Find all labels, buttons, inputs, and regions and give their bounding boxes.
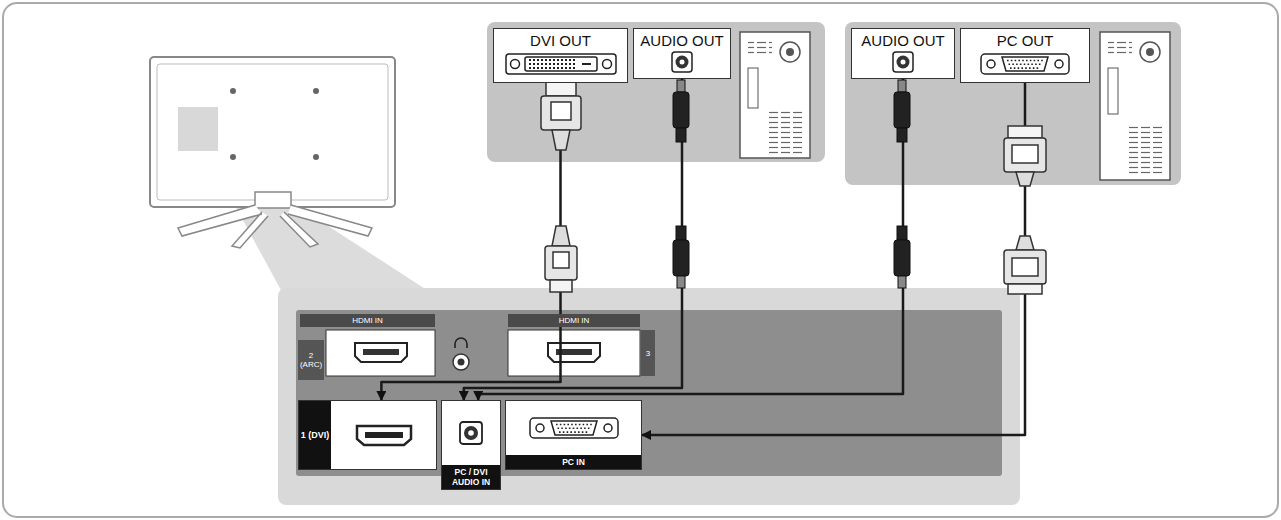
computer (487, 22, 825, 162)
port-label: PC / DVI AUDIO IN (443, 467, 499, 487)
port-label: 1 (DVI) (301, 430, 330, 440)
port-icon (442, 401, 500, 465)
tv-panel (278, 288, 1020, 505)
port-group-label: HDMI IN (508, 314, 640, 327)
input-port-box: PC / DVI AUDIO IN (441, 400, 501, 490)
output-port-box: DVI OUT (493, 28, 628, 83)
output-port-box: PC OUT (960, 28, 1090, 83)
computer (845, 22, 1181, 185)
port-label: PC OUT (997, 32, 1054, 49)
input-port-box: PC IN (505, 400, 642, 470)
input-port-box: 1 (DVI) (298, 400, 437, 470)
hdmi-port (353, 422, 415, 448)
port-number: 2 (ARC) (298, 340, 324, 380)
cable-connector (478, 79, 903, 400)
port-icon (505, 51, 617, 81)
cable-connector (642, 83, 1025, 435)
audio-jack (671, 51, 693, 73)
dvi-hdmi-cable (541, 80, 581, 292)
vga-port (529, 415, 619, 441)
port-number: 3 (641, 330, 655, 376)
vga-port (980, 51, 1070, 77)
output-port-box: AUDIO OUT (633, 28, 731, 79)
label-strip: 1 (DVI) (299, 401, 331, 469)
port-icon (331, 401, 436, 469)
frame (3, 3, 1278, 517)
port-icon (671, 51, 693, 77)
vga-cable (1004, 126, 1046, 294)
cable-connector (464, 79, 682, 400)
audio-cable (673, 80, 689, 288)
port-label: DVI OUT (530, 32, 591, 49)
port-icon (506, 401, 641, 455)
port-label: AUDIO OUT (640, 32, 723, 49)
port-icon (980, 51, 1070, 81)
audio-cable (894, 80, 910, 288)
port-label: AUDIO OUT (861, 32, 944, 49)
output-port-box: AUDIO OUT (851, 28, 955, 79)
port-label: PC IN (507, 457, 640, 467)
label-strip: PC / DVI AUDIO IN (442, 465, 500, 489)
audio-jack (458, 420, 484, 446)
cable-connector (381, 83, 560, 400)
label-strip: PC IN (506, 455, 641, 469)
dvi-port (505, 51, 617, 77)
port-icon (892, 51, 914, 77)
port-group-label: HDMI IN (300, 314, 435, 327)
tv-back (150, 57, 395, 248)
audio-jack (892, 51, 914, 73)
